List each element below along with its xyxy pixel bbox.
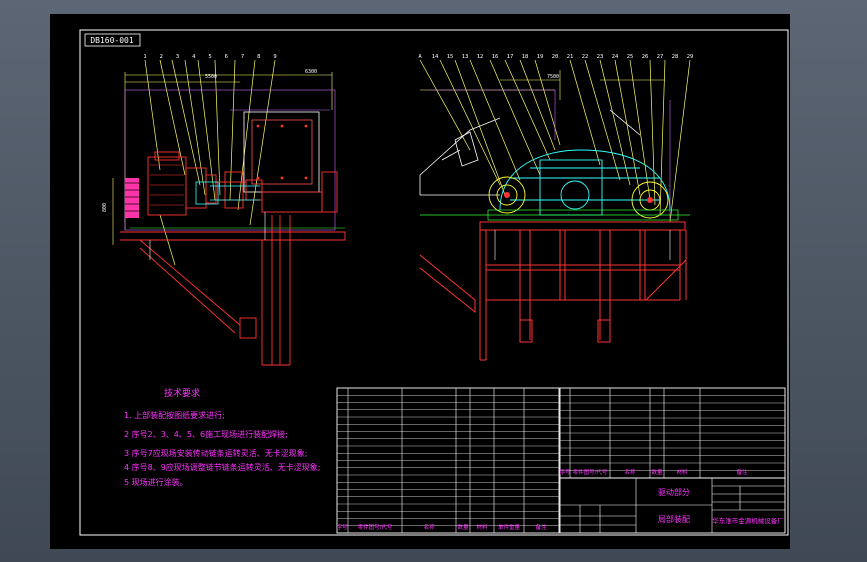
dim-left-2: 6300 [305, 69, 317, 75]
item-number: 2 [160, 54, 163, 60]
item-number: 23 [597, 54, 604, 60]
bom-header-cell: 备注 [535, 523, 547, 531]
item-number: 21 [567, 54, 574, 60]
item-number: 26 [642, 54, 649, 60]
bom-header-cell: 零件图号/代号 [573, 468, 608, 476]
item-number: 1 [143, 54, 146, 60]
sheet-border [79, 29, 789, 536]
title-company: 华东淮市金源机械设备厂 [712, 516, 784, 525]
item-number: 24 [612, 54, 619, 60]
item-number: 14 [432, 54, 439, 60]
right-item-numbers: A 14 15 13 12 16 17 18 19 20 21 22 23 24 25 26 27 28 29 [418, 54, 693, 60]
drawing-number-box: DB160-001 [84, 33, 141, 47]
bom-left-header: 序号 零件图号/代号 名称 数量材料 单件重量 备注 [336, 523, 547, 531]
title-assembly: 局部装配 [658, 514, 690, 524]
bom-header-cell: 数量 [651, 468, 663, 476]
tech-req-line-3: 3 序号7应现场安装传动链条运转灵活、无卡涩现象; [124, 448, 307, 458]
dim-left-1: 5500 [205, 74, 217, 80]
tech-req-line-2: 2 序号2、3、4、5、6施工现场进行装配焊接; [124, 429, 288, 439]
item-number: 18 [522, 54, 529, 60]
left-view: 1 2 3 4 5 6 7 8 9 5500 6300 [102, 54, 346, 366]
item-number: 3 [176, 54, 179, 60]
bom-header-cell: 零件图号/代号 [358, 523, 393, 531]
item-number: 20 [552, 54, 559, 60]
bom-right-header: 序号零件图号/代号 名称 数量 材料 备注 [559, 468, 748, 476]
bom-header-cell: 数量 [457, 523, 469, 531]
bom-header-cell: 序号 [336, 523, 348, 531]
bom-header-cell: 备注 [736, 468, 748, 476]
item-number: 13 [462, 54, 469, 60]
item-number: 6 [225, 54, 228, 60]
technical-requirements: 技术要求 1. 上部装配按图纸要求进行; 2 序号2、3、4、5、6施工现场进行… [124, 387, 321, 487]
item-number: 29 [687, 54, 694, 60]
dim-left-3: 800 [102, 203, 108, 212]
bom-tables: 序号零件图号/代号名称数量材料单件重量备注 序号零件图号/代号名称数量材料备注 [336, 387, 786, 534]
item-number: 27 [657, 54, 664, 60]
bom-header-cell: 材料 [676, 468, 688, 476]
item-number: A [418, 54, 422, 60]
item-number: 15 [447, 54, 454, 60]
bom-header-cell: 材料 [476, 523, 488, 531]
bom-header-cell: 名称 [624, 468, 636, 476]
item-number: 16 [492, 54, 499, 60]
sheet-outer [50, 14, 790, 549]
left-item-numbers: 1 2 3 4 5 6 7 8 9 [143, 54, 276, 60]
dim-right-1: 7500 [547, 74, 559, 80]
right-view: A 14 15 13 12 16 17 18 19 20 21 22 23 24 25 26 27 28 29 [418, 54, 693, 361]
item-number: 25 [627, 54, 634, 60]
item-number: 12 [477, 54, 484, 60]
item-number: 22 [582, 54, 589, 60]
bom-header-cell: 单件重量 [498, 523, 521, 531]
item-number: 19 [537, 54, 544, 60]
drawing-number: DB160-001 [90, 36, 134, 45]
title-part: 驱动部分 [658, 487, 690, 497]
tech-req-line-4: 4 序号8、9应现场调整链节链条运转灵活、无卡涩现象; [124, 462, 321, 472]
item-number: 8 [257, 54, 260, 60]
item-number: 5 [208, 54, 211, 60]
item-number: 28 [672, 54, 679, 60]
bom-header-cell: 名称 [423, 523, 435, 531]
tech-req-title: 技术要求 [164, 387, 200, 399]
item-number: 7 [241, 54, 244, 60]
coupling [125, 178, 139, 218]
item-number: 17 [507, 54, 514, 60]
tech-req-line-5: 5 现场进行涂装。 [124, 477, 188, 487]
tech-req-line-1: 1. 上部装配按图纸要求进行; [124, 410, 225, 420]
bom-header-cell: 序号 [559, 468, 571, 476]
item-number: 9 [273, 54, 276, 60]
item-number: 4 [192, 54, 196, 60]
